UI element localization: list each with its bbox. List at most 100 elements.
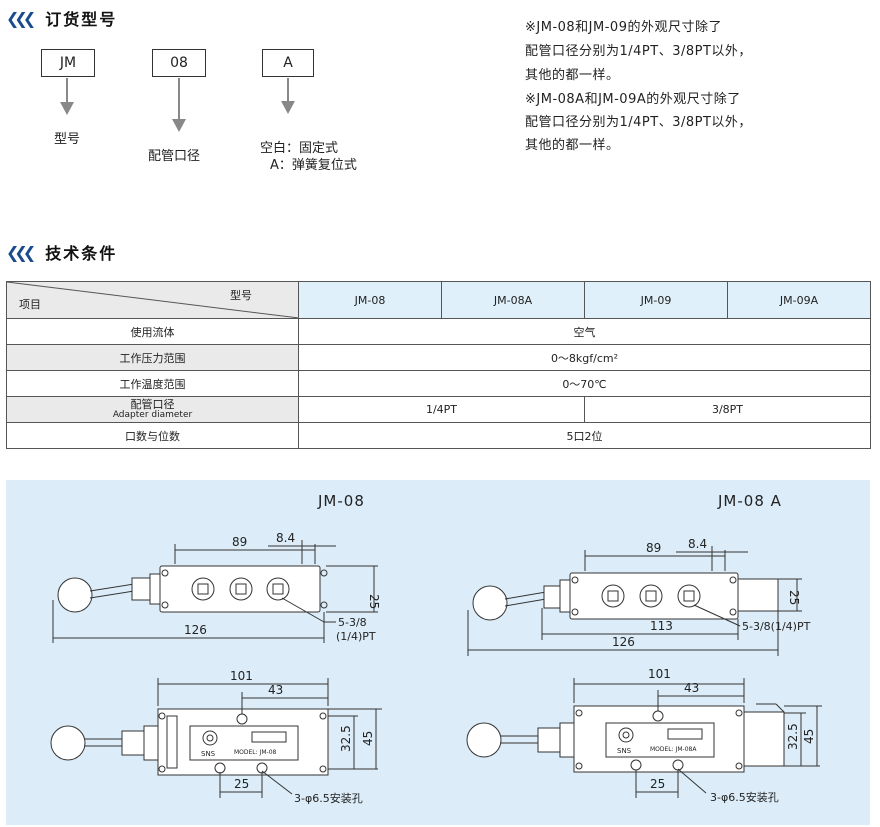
code-box-series: JM (41, 49, 95, 77)
dim-89-label: 89 (232, 535, 247, 549)
dim-43-label: 43 (268, 683, 283, 697)
ordering-title: 订货型号 (45, 10, 118, 29)
spring-housing (737, 578, 779, 612)
port (229, 577, 253, 601)
drawings-svg: 89 8.4 25 126 5-3/8 (1/4)PT 101 43 32.5 … (50, 531, 822, 805)
note-line-4: ※JM-08A和JM-09A的外观尺寸除了 (525, 92, 741, 107)
ordering-section-header: ❮❮❮ 订货型号 (6, 6, 117, 30)
dim-126-label: 126 (184, 623, 207, 637)
lever-collar (131, 577, 151, 601)
row-value: 5口2位 (298, 422, 871, 449)
row-value: 0～70℃ (298, 370, 871, 397)
spec-row-fluid: 使用流体 空气 (6, 318, 871, 345)
lever-rod (504, 598, 547, 607)
note-line-1: ※JM-08和JM-09的外观尺寸除了 (525, 20, 722, 35)
row-label: 工作压力范围 (6, 344, 299, 371)
row-label: 配管口径 (130, 397, 175, 411)
arrow-down-icon (281, 101, 295, 114)
plate-symbol (667, 728, 703, 740)
screw (320, 601, 328, 609)
note-line-2: 配管口径分别为1/4PT、3/8PT以外， (525, 44, 752, 59)
dim-32-5-label: 32.5 (339, 725, 353, 752)
arrow-shaft-3 (287, 78, 289, 102)
port-label-line2: (1/4)PT (336, 630, 376, 643)
lever-collar (121, 730, 145, 756)
mount-hole (672, 759, 684, 771)
model-plate-text: MODEL: JM-08A (650, 746, 697, 753)
model-header: JM-08A (441, 281, 585, 319)
port-hex (197, 583, 209, 595)
label-spring-return: A：弹簧复位式 (270, 158, 357, 173)
lever-collar (537, 727, 561, 753)
screw (575, 762, 583, 770)
code-port: 08 (170, 55, 188, 71)
diagonal-line (7, 282, 299, 318)
lever-rod (89, 583, 135, 592)
dim-45-label: 45 (361, 731, 375, 746)
code-box-port: 08 (152, 49, 206, 77)
mount-holes-label: 3-φ6.5安装孔 (294, 791, 363, 805)
port-label: 5-3/8(1/4)PT (742, 620, 811, 633)
screw (729, 576, 737, 584)
chevrons-icon: ❮❮❮ (6, 8, 36, 28)
dim-32-5-label: 32.5 (786, 723, 800, 750)
lever-flange (559, 579, 571, 613)
row-label: 使用流体 (6, 318, 299, 345)
screw (571, 608, 579, 616)
lever-flange (143, 725, 159, 761)
row-value-b: 3/8PT (584, 396, 871, 423)
note-line-6: 其他的都一样。 (525, 138, 620, 153)
note-line-3: 其他的都一样。 (525, 68, 620, 83)
screw (161, 569, 169, 577)
dim-8-4-label: 8.4 (688, 537, 707, 551)
model-header: JM-09A (727, 281, 871, 319)
tech-section-header: ❮❮❮ 技术条件 (6, 240, 117, 264)
right-front-view (467, 546, 802, 656)
lever-knob (57, 577, 93, 613)
screw (735, 709, 743, 717)
mount-hole (630, 759, 642, 771)
arrow-down-icon (60, 102, 74, 115)
screw (319, 712, 327, 720)
brand-text: SNS (201, 750, 216, 758)
lever-flange (149, 573, 161, 605)
model-plate-text: MODEL: JM-08 (234, 749, 277, 756)
code-box-type: A (262, 49, 314, 77)
spec-header-row: 型号 项目 JM-08 JM-08A JM-09 JM-09A (6, 281, 871, 319)
code-type: A (283, 55, 293, 71)
spec-row-pressure: 工作压力范围 0～8kgf/cm² (6, 344, 871, 371)
label-fixed: 空白：固定式 (260, 141, 339, 156)
mount-holes-label: 3-φ6.5安装孔 (710, 790, 779, 804)
right-top-view (466, 678, 822, 798)
lever-knob (50, 725, 86, 761)
dim-8-4-label: 8.4 (276, 531, 295, 545)
lever-flange (559, 722, 575, 758)
port-leader (281, 597, 325, 623)
row-label: 工作温度范围 (6, 370, 299, 397)
arrow-shaft-2 (178, 78, 180, 120)
chevrons-icon: ❮❮❮ (6, 242, 36, 262)
dim-126-label: 126 (612, 635, 635, 649)
lever-knob (466, 722, 502, 758)
lever-rod (89, 590, 135, 599)
port-hex (272, 583, 284, 595)
dim-25-label: 25 (787, 590, 801, 605)
screw (158, 712, 166, 720)
row-label: 口数与位数 (6, 422, 299, 449)
dim-113-label: 113 (650, 619, 673, 633)
lever-collar (543, 585, 561, 609)
end-cap (166, 715, 178, 769)
tech-title: 技术条件 (45, 244, 118, 263)
row-label-en: Adapter diameter (112, 409, 193, 420)
screw (320, 569, 328, 577)
label-model: 型号 (54, 132, 81, 147)
left-front-view (52, 540, 378, 643)
lever-knob (472, 585, 508, 621)
port (191, 577, 215, 601)
note-line-5: 配管口径分别为1/4PT、3/8PT以外， (525, 115, 752, 130)
screw (319, 765, 327, 773)
spring-housing (743, 711, 785, 767)
row-value: 0～8kgf/cm² (298, 344, 871, 371)
port (639, 584, 663, 608)
model-header: JM-09 (584, 281, 728, 319)
